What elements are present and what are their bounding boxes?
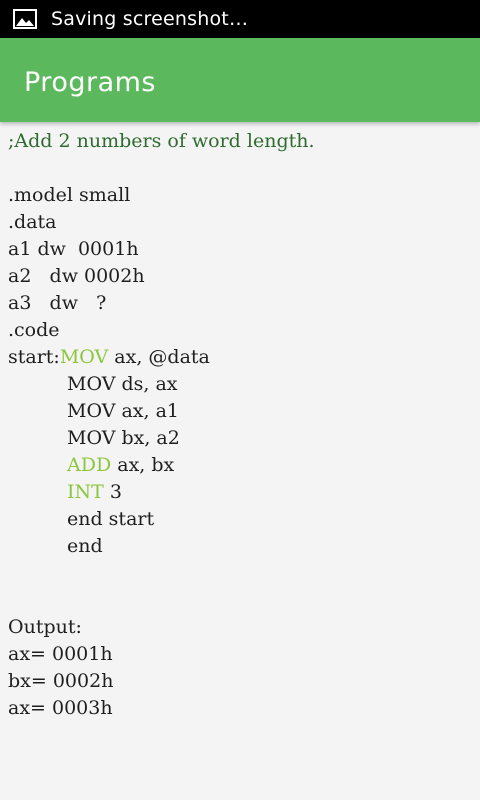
app-bar: Programs xyxy=(0,38,480,122)
code-line-a1: a1 dw 0001h xyxy=(8,238,139,260)
code-line-end: end xyxy=(67,535,103,557)
code-line-int: INT 3 xyxy=(8,479,476,506)
int-args: 3 xyxy=(103,481,122,503)
code-line-model: .model small xyxy=(8,184,131,206)
output-line: bx= 0002h xyxy=(8,670,114,692)
blank-line xyxy=(8,587,476,614)
code-line-code: .code xyxy=(8,319,60,341)
add-keyword: ADD xyxy=(67,454,112,476)
blank-line xyxy=(8,560,476,587)
code-comment: ;Add 2 numbers of word length. xyxy=(8,130,315,152)
image-icon xyxy=(12,8,38,30)
code-line-end-start: end start xyxy=(67,508,155,530)
mov-keyword: MOV xyxy=(59,346,109,368)
code-line-a2: a2 dw 0002h xyxy=(8,265,145,287)
add-args: ax, bx xyxy=(111,454,175,476)
code-line-a3: a3 dw ? xyxy=(8,292,107,314)
status-text: Saving screenshot… xyxy=(51,8,249,30)
code-line-data: .data xyxy=(8,211,57,233)
status-bar: Saving screenshot… xyxy=(0,0,480,38)
output-line: ax= 0001h xyxy=(8,643,113,665)
code-line-start: start:MOV ax, @data xyxy=(8,344,476,371)
code-line-mov-ax: MOV ax, a1 xyxy=(67,400,179,422)
blank-line xyxy=(8,155,476,182)
code-line-mov-ds: MOV ds, ax xyxy=(67,373,178,395)
output-label: Output: xyxy=(8,616,82,638)
mov-args: ax, @data xyxy=(108,346,210,368)
program-content: ;Add 2 numbers of word length. .model sm… xyxy=(8,128,476,722)
int-keyword: INT xyxy=(67,481,104,503)
output-line: ax= 0003h xyxy=(8,697,113,719)
code-line-add: ADD ax, bx xyxy=(8,452,476,479)
page-title: Programs xyxy=(24,66,156,98)
code-line-mov-bx: MOV bx, a2 xyxy=(67,427,180,449)
start-label: start: xyxy=(8,346,60,368)
